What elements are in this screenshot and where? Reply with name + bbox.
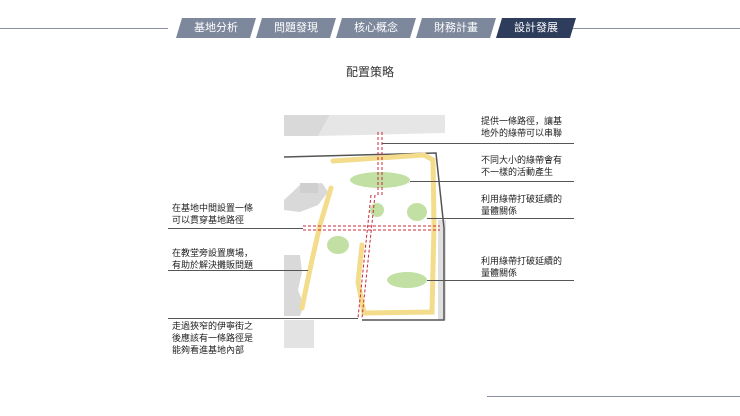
annotation-right-3: 利用綠帶打破延續的 量體關係 <box>481 195 563 217</box>
building-block <box>438 220 446 320</box>
tab-site-analysis[interactable]: 基地分析 <box>176 18 256 38</box>
tab-design-development[interactable]: 設計發展 <box>496 18 576 38</box>
green-space <box>327 236 349 254</box>
building-block <box>318 115 445 136</box>
green-space <box>350 172 410 188</box>
annotation-left-3: 走過狹窄的伊寧街之 後應該有一條路徑是 能夠看進基地內部 <box>172 322 254 356</box>
annotation-leader <box>168 270 308 271</box>
axis-lines <box>303 132 440 319</box>
context-buildings <box>284 115 446 348</box>
annotation-right-1: 提供一條路徑，讓基 地外的綠帶可以串聯 <box>481 117 563 139</box>
path-loop <box>330 152 437 316</box>
annotation-leader <box>427 280 574 281</box>
nav-line-right <box>572 28 740 29</box>
pedestrian-paths <box>299 152 437 316</box>
annotation-leader <box>427 218 574 219</box>
annotation-left-1: 在基地中間設置一條 可以貫穿基地路徑 <box>172 204 254 226</box>
annotation-leader <box>410 181 574 182</box>
green-spaces <box>327 172 427 288</box>
annotation-right-4: 利用綠帶打破延續的 量體關係 <box>481 257 563 279</box>
building-block <box>284 115 330 136</box>
green-space <box>387 272 427 288</box>
building-block <box>300 183 318 193</box>
annotation-left-2: 在教堂旁設置廣場， 有助於解決攤販問題 <box>172 249 254 271</box>
annotation-leader <box>168 318 358 319</box>
green-space <box>370 203 384 217</box>
page-title: 配置策略 <box>345 65 394 79</box>
annotation-right-2: 不同大小的綠帶會有 不一樣的活動產生 <box>481 156 563 178</box>
tab-problem-discovery[interactable]: 問題發現 <box>256 18 336 38</box>
annotation-leader <box>168 228 303 229</box>
site-boundary <box>283 152 445 321</box>
green-space <box>407 203 427 221</box>
building-block <box>284 320 314 348</box>
annotation-leader <box>382 143 574 144</box>
tab-financial-plan[interactable]: 財務計畫 <box>416 18 496 38</box>
axis-line <box>361 194 376 319</box>
axis-line <box>357 194 372 319</box>
footer-line <box>487 396 740 397</box>
tab-core-concept[interactable]: 核心概念 <box>336 18 416 38</box>
path-west <box>299 185 334 311</box>
nav-line-left <box>0 28 168 29</box>
